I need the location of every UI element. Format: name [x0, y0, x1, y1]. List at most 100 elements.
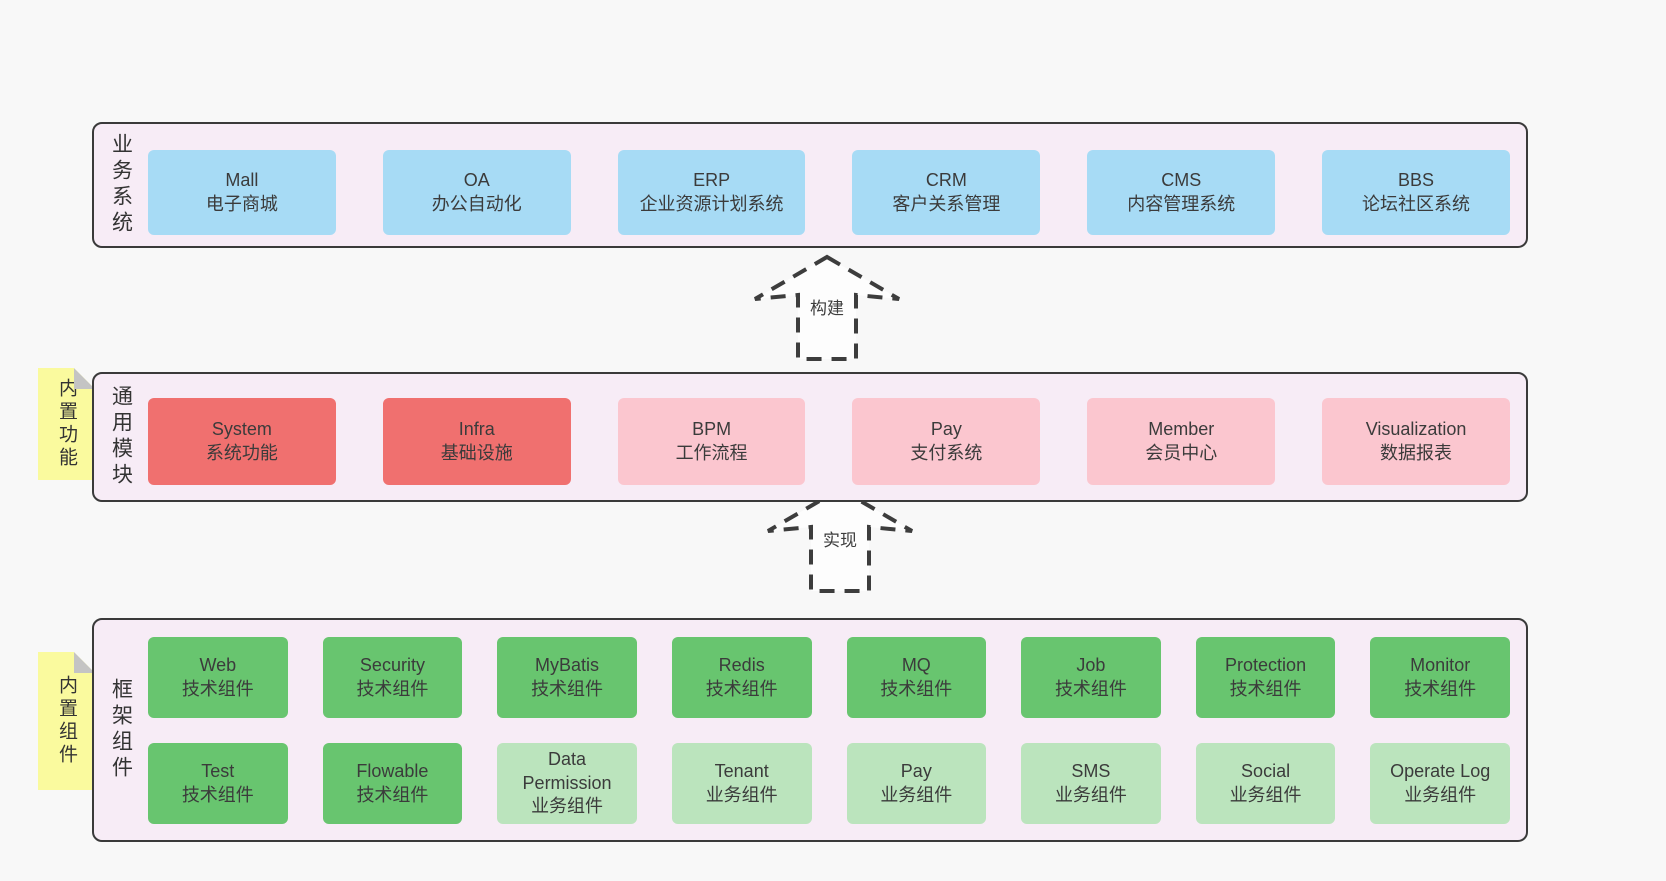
box-tenant: Tenant 业务组件	[671, 743, 812, 824]
box-mybatis: MyBatis 技术组件	[497, 637, 637, 718]
box-pay-system: Pay 支付系统	[852, 398, 1041, 485]
layer-common-modules: 通用模块 System 系统功能 Infra 基础设施 BPM 工作流程 Pay	[92, 372, 1528, 502]
box-subtitle: 技术组件	[356, 784, 429, 805]
box-data-permission: Data Permission 业务组件	[497, 743, 637, 824]
tag-text: 内置组件	[56, 675, 77, 767]
box-title: CRM	[925, 169, 967, 190]
box-subtitle: 技术组件	[1229, 678, 1302, 699]
box-subtitle: 企业资源计划系统	[639, 193, 784, 214]
modules-boxes: System 系统功能 Infra 基础设施 BPM 工作流程 Pay 支付系统…	[148, 374, 1526, 500]
box-operate-log: Operate Log 业务组件	[1370, 743, 1510, 824]
box-subtitle: 技术组件	[705, 678, 778, 699]
box-title: Monitor	[1410, 654, 1471, 675]
layer-business-systems: 业务系统 Mall 电子商城 OA 办公自动化 ERP 企业资源计划系统 CRM	[92, 122, 1528, 248]
layer-framework-components: 框架组件 Web 技术组件 Security 技术组件 MyBatis 技术组件…	[92, 618, 1528, 842]
arrow-implement-label: 实现	[822, 526, 858, 551]
tag-text: 内置功能	[56, 378, 77, 470]
box-subtitle: 论坛社区系统	[1362, 193, 1471, 214]
box-title: OA	[463, 169, 490, 190]
box-title: ERP	[693, 169, 731, 190]
box-subtitle: 数据报表	[1380, 442, 1453, 463]
box-subtitle: 技术组件	[531, 678, 604, 699]
box-title: Infra	[458, 418, 495, 439]
box-mq: MQ 技术组件	[846, 637, 987, 718]
arrow-build: 构建	[752, 254, 902, 362]
layer-label-text: 业务系统	[109, 133, 133, 237]
box-subtitle: 办公自动化	[431, 193, 522, 214]
box-protection: Protection 技术组件	[1195, 637, 1336, 718]
box-title: Test	[201, 760, 235, 781]
box-subtitle: 技术组件	[1404, 678, 1477, 699]
box-subtitle: 业务组件	[1404, 784, 1477, 805]
box-subtitle: 技术组件	[1054, 678, 1127, 699]
box-title: Visualization	[1365, 418, 1467, 439]
box-test: Test 技术组件	[148, 743, 288, 824]
box-title: Protection	[1225, 654, 1307, 675]
box-subtitle: 业务组件	[1229, 784, 1302, 805]
box-subtitle: 技术组件	[880, 678, 953, 699]
layer-label-text: 通用模块	[109, 385, 133, 489]
box-subtitle: 业务组件	[531, 796, 604, 817]
box-title: Mall	[225, 169, 259, 190]
box-subtitle: 支付系统	[910, 442, 983, 463]
box-title: Pay	[930, 418, 962, 439]
box-title: Web	[199, 654, 237, 675]
box-title: BBS	[1398, 169, 1435, 190]
box-oa: OA 办公自动化	[382, 150, 571, 235]
box-title: Operate Log	[1390, 760, 1491, 781]
box-title: Redis	[718, 654, 765, 675]
arrow-implement: 实现	[765, 486, 915, 594]
box-subtitle: 业务组件	[880, 784, 953, 805]
box-subtitle: 工作流程	[675, 442, 748, 463]
box-redis: Redis 技术组件	[671, 637, 812, 718]
box-sms: SMS 业务组件	[1021, 743, 1161, 824]
box-job: Job 技术组件	[1021, 637, 1161, 718]
box-crm: CRM 客户关系管理	[852, 150, 1041, 235]
box-mall: Mall 电子商城	[148, 150, 336, 235]
components-boxes: Web 技术组件 Security 技术组件 MyBatis 技术组件 Redi…	[148, 620, 1526, 840]
box-subtitle: 内容管理系统	[1127, 193, 1236, 214]
layer-label-modules: 通用模块	[94, 374, 148, 500]
layer-label-text: 框架组件	[109, 678, 133, 782]
layer-label-business: 业务系统	[94, 124, 148, 246]
box-subtitle: 业务组件	[1054, 784, 1127, 805]
box-visualization: Visualization 数据报表	[1322, 398, 1510, 485]
box-title: Data Permission	[522, 748, 612, 793]
box-title: Flowable	[356, 760, 429, 781]
box-pay-component: Pay 业务组件	[846, 743, 987, 824]
box-web: Web 技术组件	[148, 637, 288, 718]
box-bbs: BBS 论坛社区系统	[1322, 150, 1510, 235]
business-boxes: Mall 电子商城 OA 办公自动化 ERP 企业资源计划系统 CRM 客户关系…	[148, 124, 1526, 246]
box-title: System	[211, 418, 272, 439]
tag-built-in-features: 内置功能	[38, 368, 95, 480]
box-subtitle: 技术组件	[181, 784, 254, 805]
box-title: MyBatis	[535, 654, 600, 675]
box-subtitle: 会员中心	[1145, 442, 1218, 463]
box-flowable: Flowable 技术组件	[322, 743, 463, 824]
box-bpm: BPM 工作流程	[617, 398, 806, 485]
box-social: Social 业务组件	[1195, 743, 1336, 824]
box-title: Pay	[900, 760, 932, 781]
box-title: Tenant	[714, 760, 769, 781]
tag-built-in-components: 内置组件	[38, 652, 95, 790]
box-monitor: Monitor 技术组件	[1370, 637, 1510, 718]
box-cms: CMS 内容管理系统	[1087, 150, 1276, 235]
box-subtitle: 系统功能	[205, 442, 278, 463]
box-infra: Infra 基础设施	[382, 398, 571, 485]
box-erp: ERP 企业资源计划系统	[617, 150, 806, 235]
box-title: Member	[1148, 418, 1215, 439]
box-subtitle: 客户关系管理	[892, 193, 1001, 214]
box-title: MQ	[901, 654, 931, 675]
box-title: BPM	[692, 418, 732, 439]
box-member: Member 会员中心	[1087, 398, 1276, 485]
box-system: System 系统功能	[148, 398, 336, 485]
box-title: CMS	[1161, 169, 1202, 190]
box-subtitle: 基础设施	[440, 442, 513, 463]
box-subtitle: 电子商城	[205, 193, 278, 214]
box-title: Job	[1076, 654, 1106, 675]
arrow-build-label: 构建	[809, 294, 845, 319]
box-title: SMS	[1071, 760, 1111, 781]
box-title: Security	[359, 654, 425, 675]
box-subtitle: 业务组件	[705, 784, 778, 805]
